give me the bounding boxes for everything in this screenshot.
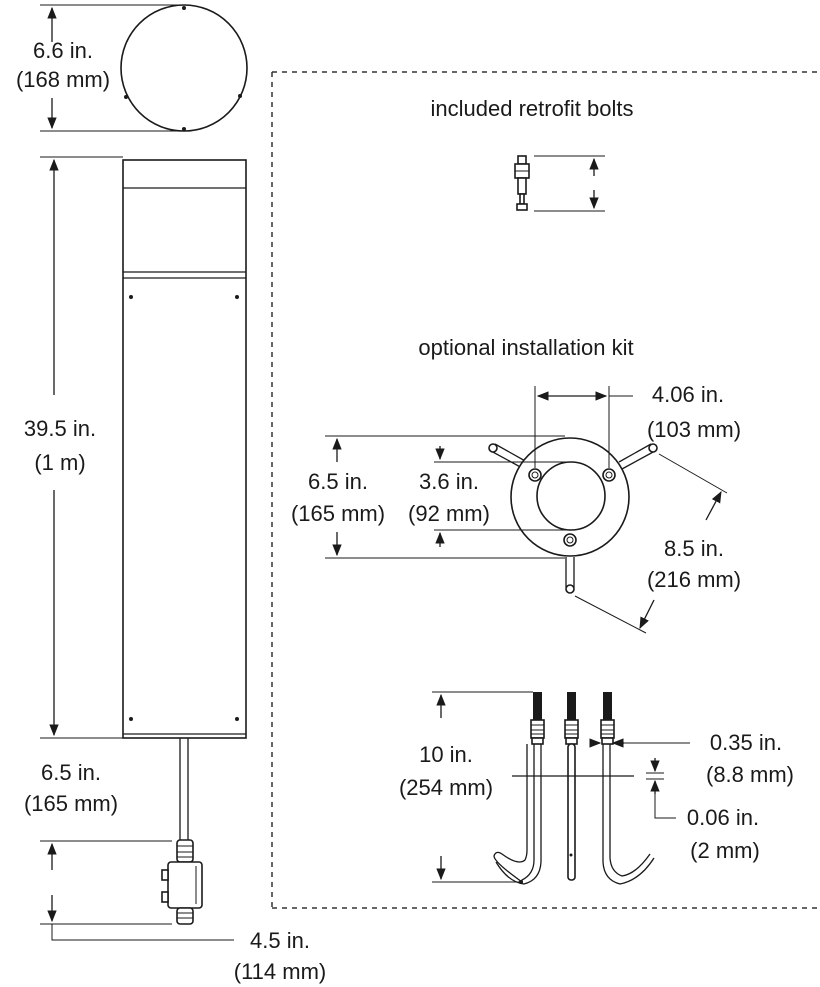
junction-box-dimension: 4.5 in. (114 mm) (40, 840, 327, 984)
sensor-body (122, 159, 247, 739)
installation-kit-label: optional installation kit (418, 335, 633, 360)
body-height-imperial: 39.5 in. (24, 416, 96, 441)
cable-length-imperial: 6.5 in. (41, 760, 101, 785)
rod-diameter-metric: (8.8 mm) (706, 762, 794, 787)
rod-wall-imperial: 0.06 in. (687, 805, 759, 830)
body-height-dimension: 39.5 in. (1 m) (24, 156, 123, 739)
kit-bolt-spacing-dimension: 4.06 in. (103 mm) (534, 382, 741, 468)
cable-length-metric: (165 mm) (24, 791, 118, 816)
kit-outer-diameter-metric: (165 mm) (291, 501, 385, 526)
retrofit-bolts-label: included retrofit bolts (431, 96, 634, 121)
rod-diameter-imperial: 0.35 in. (710, 730, 782, 755)
kit-bolt-spacing-imperial: 4.06 in. (652, 382, 724, 407)
junction-box-metric: (114 mm) (234, 959, 327, 984)
kit-arm-span-imperial: 8.5 in. (664, 536, 724, 561)
sensor-top-view (120, 4, 248, 132)
cable-length-dimension: 6.5 in. (165 mm) (24, 760, 118, 816)
kit-outer-diameter-dimension: 6.5 in. (165 mm) (291, 435, 565, 559)
rod-wall-metric: (2 mm) (690, 838, 760, 863)
junction-box-imperial: 4.5 in. (250, 928, 310, 953)
top-diameter-metric: (168 mm) (16, 67, 110, 92)
rod-wall-dimension: 0.06 in. (2 mm) (646, 758, 760, 863)
kit-arm-span-metric: (216 mm) (647, 567, 741, 592)
body-height-metric: (1 m) (34, 450, 85, 475)
top-diameter-imperial: 6.6 in. (33, 38, 93, 63)
kit-outer-diameter-imperial: 6.5 in. (308, 469, 368, 494)
kit-inner-diameter-dimension: 3.6 in. (92 mm) (408, 446, 571, 547)
kit-inner-diameter-imperial: 3.6 in. (419, 469, 479, 494)
kit-arm-span-dimension: 8.5 in. (216 mm) (574, 453, 741, 634)
retrofit-bolt (514, 155, 605, 212)
rod-length-imperial: 10 in. (419, 742, 473, 767)
rod-length-metric: (254 mm) (399, 775, 493, 800)
installation-kit-ring (488, 437, 658, 594)
top-diameter-dimension: 6.6 in. (168 mm) (16, 4, 184, 132)
rod-length-dimension: 10 in. (254 mm) (399, 691, 634, 883)
cable-and-junction-box (161, 738, 203, 925)
accessories-boundary (271, 71, 820, 909)
kit-bolt-spacing-metric: (103 mm) (647, 417, 741, 442)
kit-inner-diameter-metric: (92 mm) (408, 501, 490, 526)
installation-rods (493, 692, 655, 885)
rod-diameter-dimension: 0.35 in. (8.8 mm) (589, 730, 794, 787)
